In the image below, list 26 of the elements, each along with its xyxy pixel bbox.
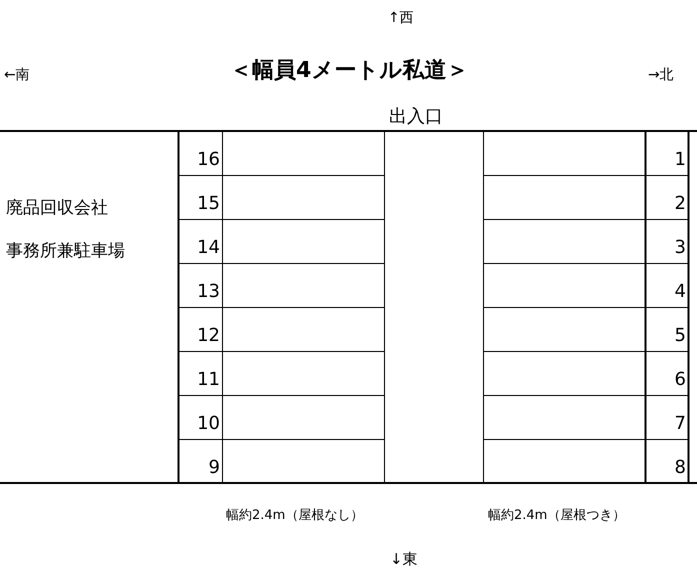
space-number: 8 (674, 457, 686, 479)
space-number: 9 (208, 457, 220, 479)
space-number: 4 (674, 281, 686, 303)
space-number: 7 (674, 413, 686, 435)
space-number: 16 (196, 149, 220, 171)
space-number: 6 (674, 369, 686, 391)
space-number: 13 (196, 281, 220, 303)
direction-label: →北 (648, 67, 674, 84)
space-number: 11 (196, 369, 220, 391)
entrance-label: 出入口 (389, 106, 443, 128)
space-number: 15 (196, 193, 220, 215)
building-label: 事務所兼駐車場 (6, 241, 125, 262)
title: ＜幅員4メートル私道＞ (230, 58, 468, 84)
space-number: 2 (674, 193, 686, 215)
direction-label: ↑西 (388, 10, 414, 27)
space-number: 10 (196, 413, 220, 435)
width-note: 幅約2.4m（屋根つき） (488, 508, 626, 524)
building-label: 廃品回収会社 (6, 198, 108, 218)
direction-label: ↓東 (390, 550, 418, 568)
space-number: 1 (674, 149, 686, 171)
space-number: 5 (674, 325, 686, 347)
space-number: 14 (196, 237, 220, 259)
space-number: 12 (196, 325, 220, 347)
width-note: 幅約2.4m（屋根なし） (226, 508, 364, 524)
space-number: 3 (674, 237, 686, 259)
direction-label: ←南 (4, 67, 30, 84)
